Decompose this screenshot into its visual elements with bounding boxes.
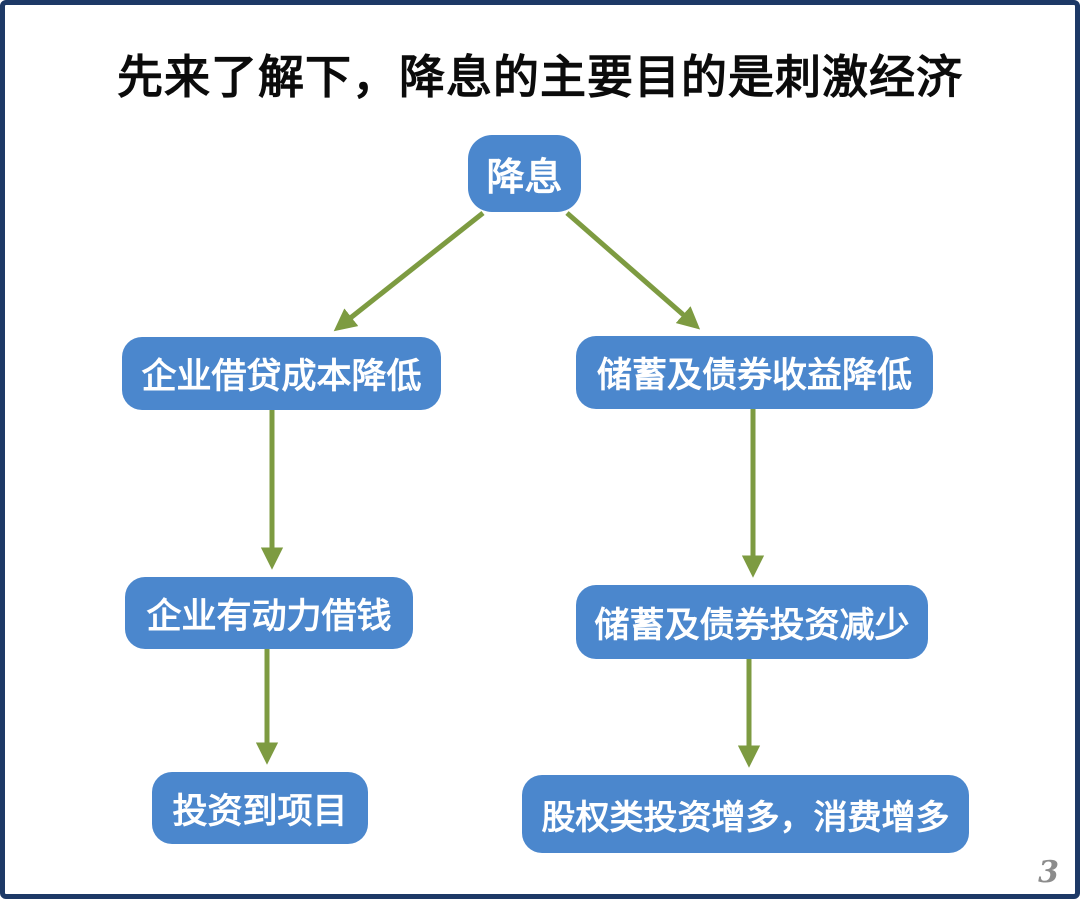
arrow-root-to-right1 <box>565 211 701 330</box>
slide-title: 先来了解下，降息的主要目的是刺激经济 <box>117 51 963 103</box>
page-number: 3 <box>1038 855 1059 890</box>
arrow-root-to-left1 <box>333 211 485 332</box>
flow-node-savings-bond-yield-down: 储蓄及债券收益降低 <box>576 336 933 409</box>
flow-node-firms-motivated-to-borrow: 企业有动力借钱 <box>125 577 413 649</box>
flow-node-invest-in-projects: 投资到项目 <box>152 772 368 844</box>
flow-node-equity-consumption-up: 股权类投资增多，消费增多 <box>522 775 969 853</box>
flow-node-borrowing-cost-down: 企业借贷成本降低 <box>122 337 441 410</box>
flow-node-savings-bond-investment-down: 储蓄及债券投资减少 <box>576 585 928 659</box>
flow-node-rate-cut: 降息 <box>468 135 581 212</box>
